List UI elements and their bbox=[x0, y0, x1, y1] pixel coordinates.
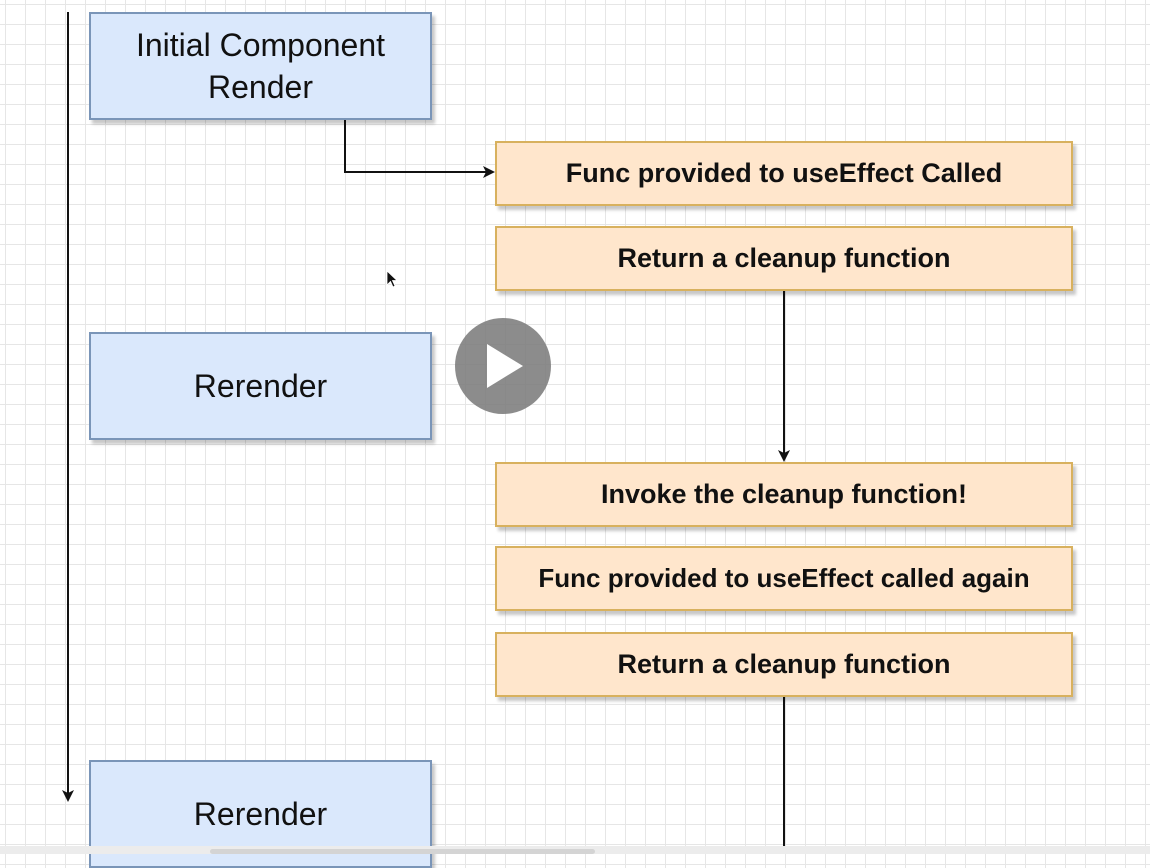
effect-step-invoke-cleanup: Invoke the cleanup function! bbox=[495, 462, 1073, 527]
effect-step-func-called: Func provided to useEffect Called bbox=[495, 141, 1073, 206]
effect-step-label: Func provided to useEffect Called bbox=[565, 158, 1003, 188]
effect-step-func-called-again: Func provided to useEffect called again bbox=[495, 546, 1073, 611]
timeline-node-label: Rerender bbox=[193, 796, 328, 832]
effect-step-return-cleanup: Return a cleanup function bbox=[495, 226, 1073, 291]
play-button[interactable] bbox=[455, 318, 551, 414]
render-to-effect-connector bbox=[344, 120, 495, 178]
effect-step-label: Return a cleanup function bbox=[617, 243, 951, 273]
mouse-cursor-icon bbox=[386, 270, 398, 288]
play-icon bbox=[487, 344, 523, 388]
timeline-node-rerender: Rerender bbox=[89, 332, 432, 440]
video-progress-thumb[interactable] bbox=[210, 849, 595, 854]
effect-step-label: Invoke the cleanup function! bbox=[600, 479, 968, 509]
timeline-node-label: Rerender bbox=[193, 368, 328, 404]
timeline-node-initial-render: Initial Component Render bbox=[89, 12, 432, 120]
timeline-node-label: Initial Component Render bbox=[135, 27, 386, 105]
effect-step-return-cleanup: Return a cleanup function bbox=[495, 632, 1073, 697]
effect-step-label: Return a cleanup function bbox=[617, 649, 951, 679]
effect-step-label: Func provided to useEffect called again bbox=[538, 563, 1030, 593]
